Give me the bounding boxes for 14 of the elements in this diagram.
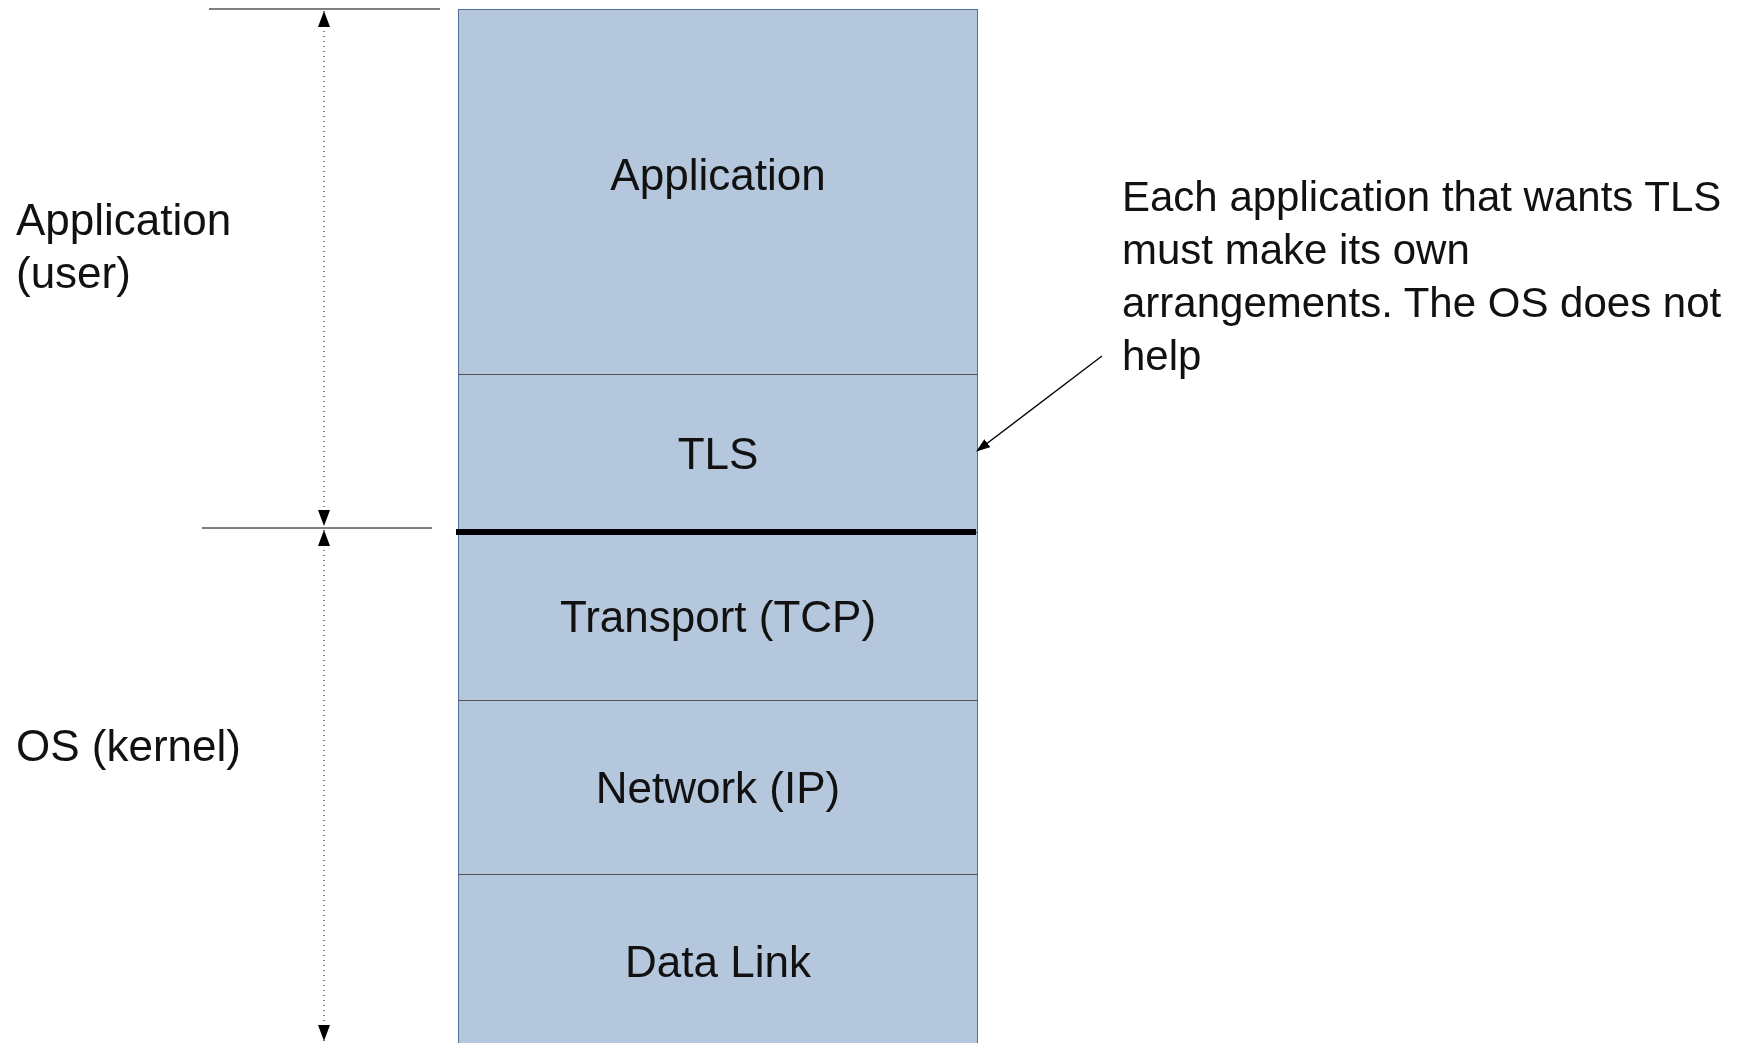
layer-label: Transport (TCP) <box>559 592 877 642</box>
layer-group-label: Application (user) <box>16 194 233 299</box>
annotation-text: Each application that wants TLS must make its own arrangements. The OS does not help <box>1122 170 1742 382</box>
layer-box <box>458 700 978 875</box>
leader-arrow <box>976 355 1103 452</box>
layer-label: Data Link <box>625 937 811 987</box>
layer-group-label: OS (kernel) <box>16 720 242 772</box>
layer-label: Network (IP) <box>595 763 841 813</box>
layer-box <box>458 874 978 1043</box>
layer-box <box>458 532 978 701</box>
layer-label: Application <box>610 150 826 200</box>
layer-box <box>458 374 978 532</box>
layer-label: TLS <box>677 428 759 479</box>
layer-box <box>458 9 978 375</box>
